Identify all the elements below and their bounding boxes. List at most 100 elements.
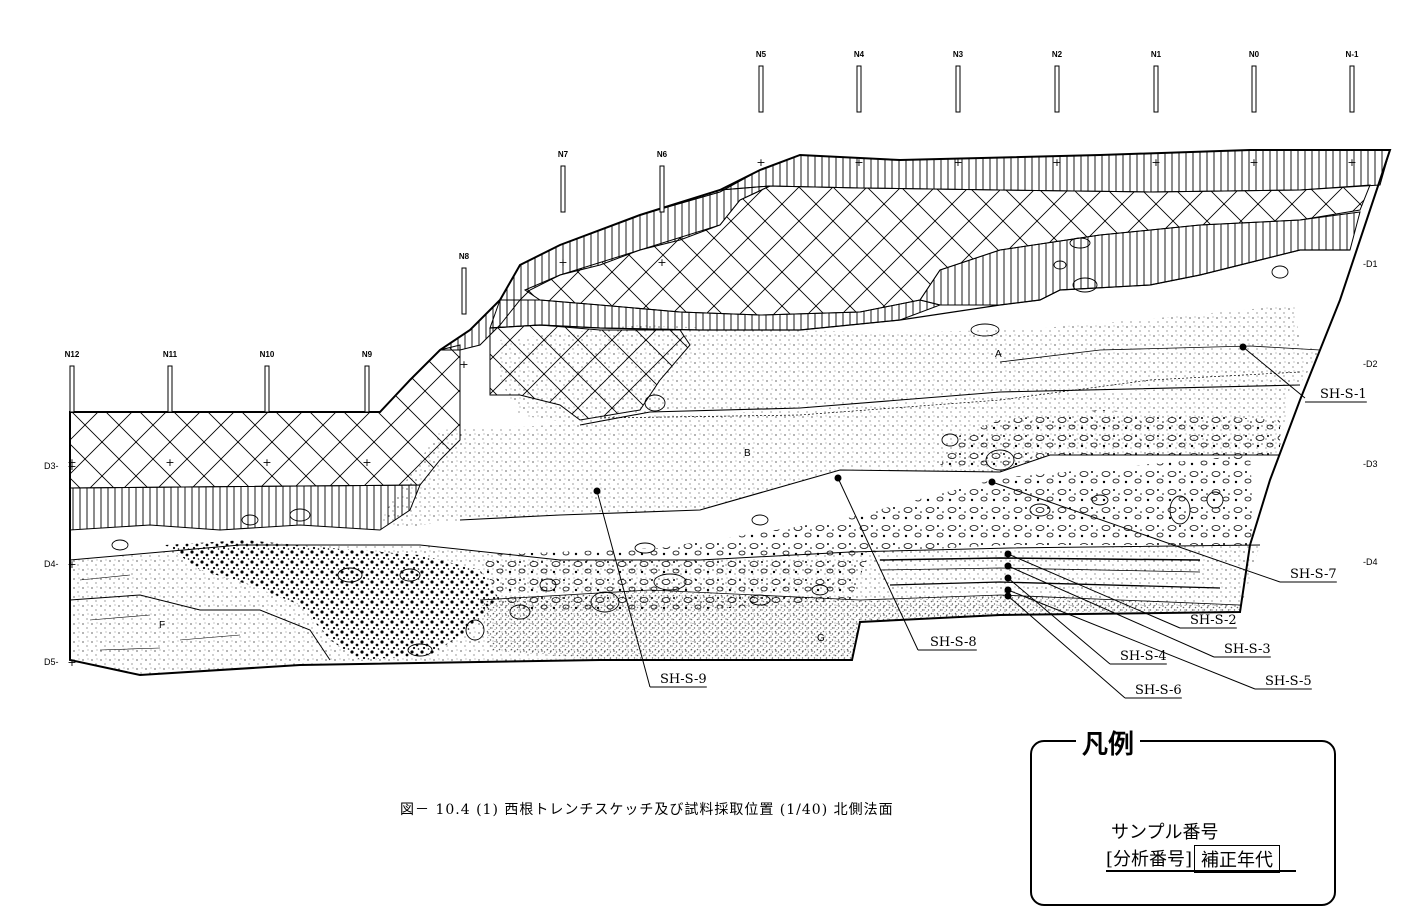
sample-points: SH-S-1SH-S-7SH-S-2SH-S-3SH-S-4SH-S-5SH-S… [593,343,1367,699]
legend-analysis-row: [分析番号] 補正年代 [1106,845,1281,873]
legend-underline [1106,870,1296,872]
stake-label: N4 [854,50,865,59]
stake-post [856,65,862,113]
stake-label: N10 [260,350,275,359]
sample-dot [834,474,842,482]
stake-label: N3 [953,50,964,59]
stake-post [659,165,665,213]
legend-corrected-age: 補正年代 [1194,845,1281,873]
stake-label: N6 [657,150,668,159]
sample-label: SH-S-2 [1190,613,1237,628]
sample-leader [1007,565,1215,658]
grid-plus: + [362,456,371,469]
grid-plus: + [953,156,962,169]
sample-leader [1007,589,1256,690]
layer-a-fill [500,305,1320,425]
legend-sample-number: サンプル番号 [1111,822,1219,843]
sample-dot [1004,550,1012,558]
stake-post [1349,65,1355,113]
layer-label-g: G [817,633,825,644]
sample-label: SH-S-9 [660,672,707,687]
sample-dot [1004,574,1012,582]
stake-post [461,267,467,315]
survey-stakes: N12+N11+N10+N9+N8+N7+N6+N5+N4+N3+N2+N1+N… [65,50,1359,469]
grid-plus: + [1249,156,1258,169]
stake-N2: N2+ [1052,50,1063,169]
stake-post [1054,65,1060,113]
sample-leader [991,481,1281,583]
stake-N3: N3 + [953,50,964,169]
sample-leader [1007,577,1111,665]
stake-N1: N1+ [1151,50,1162,169]
layer-labels: A B F G [159,349,1002,644]
depth-label-right: -D3 [1363,459,1378,469]
stake-post [1153,65,1159,113]
sample-leader [837,477,919,651]
grid-plus: + [1347,156,1356,169]
stake-label: N-1 [1346,50,1359,59]
sample-SH-S-9: SH-S-9 [593,487,707,688]
depth-plus: + [67,558,76,571]
grid-plus: + [854,156,863,169]
legend-box [1030,740,1336,906]
layer-label-a: A [995,349,1002,360]
ground-surface [69,149,1392,677]
sample-SH-S-1: SH-S-1 [1239,343,1367,403]
depth-label-left: D3- [44,461,59,471]
grid-plus: + [165,456,174,469]
stake-label: N8 [459,252,470,261]
depth-label-right: -D1 [1363,259,1378,269]
sample-dot [1004,586,1012,594]
stake-post [167,365,173,413]
pebbles [111,237,1289,657]
stake-post [1251,65,1257,113]
depth-plus: + [67,656,76,669]
middle-layers [380,305,1320,528]
depth-label-right: -D2 [1363,359,1378,369]
sample-SH-S-2: SH-S-2 [1004,550,1237,629]
sample-leader [596,490,651,688]
stake-N4: N4 + [854,50,865,169]
stake-label: N9 [362,350,373,359]
sample-label: SH-S-5 [1265,674,1312,689]
stake-label: N2 [1052,50,1063,59]
stake-N0: N0+ [1249,50,1260,169]
figure-caption: 図－ 10.4 (1) 西根トレンチスケッチ及び試料採取位置 (1/40) 北側… [400,802,894,818]
layer-label-f: F [159,620,165,631]
sample-leader [1007,553,1181,629]
stake-N-1: N-1 + [1346,50,1359,169]
sample-dot [593,487,601,495]
stake-N7: N7+ [558,150,569,269]
stake-N9: N9 + [362,350,373,469]
sample-dot [1004,592,1012,600]
sample-dot [1004,562,1012,570]
depth-label-left: D5- [44,657,59,667]
sample-dot [988,478,996,486]
grid-plus: + [756,156,765,169]
section-outline [69,149,1392,677]
stake-post [955,65,961,113]
stake-post [364,365,370,413]
grid-plus: + [657,256,666,269]
legend-analysis-number: [分析番号] [1106,849,1193,870]
stake-post [264,365,270,413]
sample-leader [1242,346,1306,399]
layer-label-b: B [744,448,751,459]
sample-SH-S-6: SH-S-6 [1004,592,1182,699]
grid-plus: + [1151,156,1160,169]
stake-post [758,65,764,113]
sample-SH-S-7: SH-S-7 [988,478,1337,583]
sample-SH-S-8: SH-S-8 [834,474,977,651]
grid-plus: + [262,456,271,469]
sample-label: SH-S-4 [1120,649,1167,664]
depth-label-right: -D4 [1363,557,1378,567]
gravel-band-lower [480,590,1240,660]
sample-SH-S-5: SH-S-5 [1004,586,1312,690]
grid-plus: + [67,456,76,469]
sample-dot [1239,343,1247,351]
stake-label: N7 [558,150,569,159]
sample-label: SH-S-8 [930,635,977,650]
stake-N11: N11+ [163,350,178,469]
grid-plus: + [459,358,468,371]
